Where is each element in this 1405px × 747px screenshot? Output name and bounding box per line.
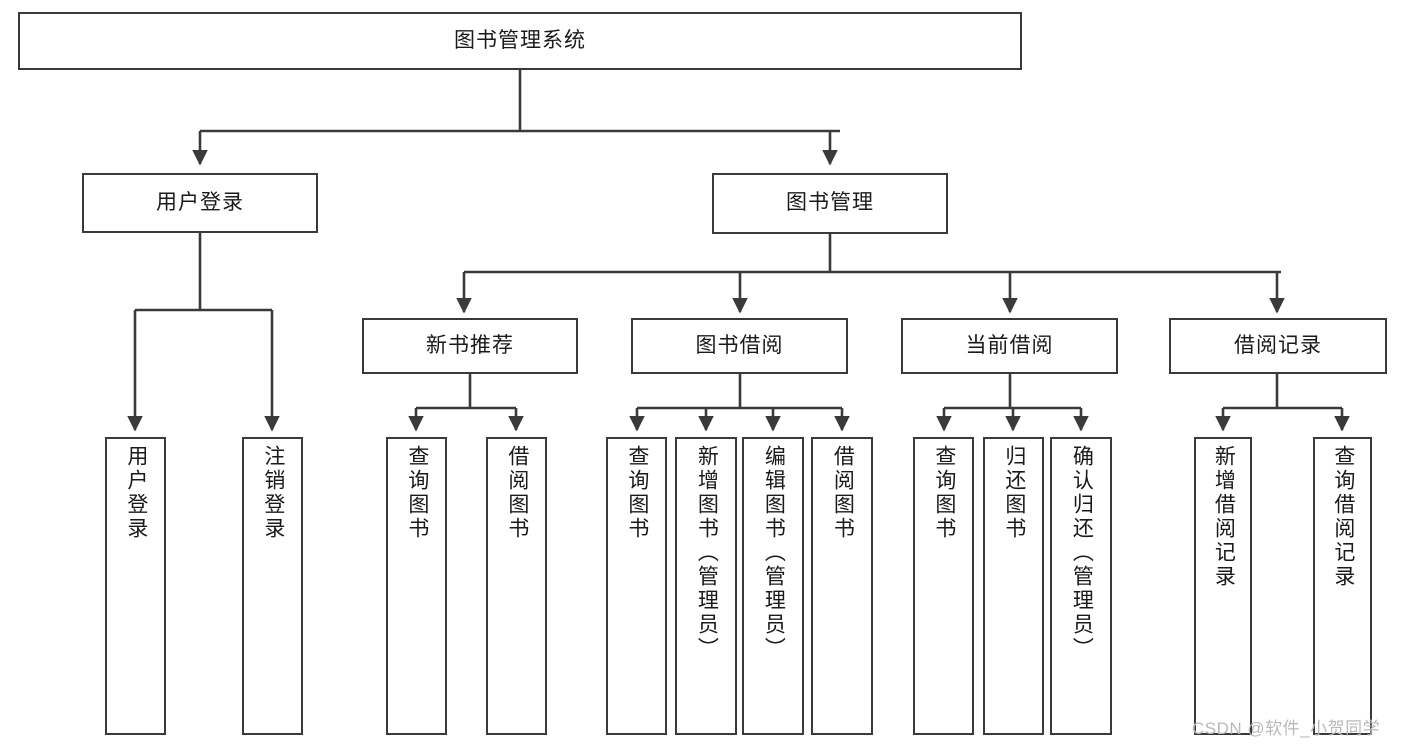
node-new-book-recommend[interactable]: 新书推荐 — [362, 318, 578, 374]
node-label: 当前借阅 — [965, 333, 1054, 357]
leaf-user-login-logout[interactable]: 注销登录 — [242, 437, 303, 735]
node-root-book-management-system[interactable]: 图书管理系统 — [18, 12, 1022, 70]
node-label: 新增借阅记录 — [1212, 445, 1236, 589]
node-label: 查询借阅记录 — [1331, 445, 1355, 589]
node-user-login[interactable]: 用户登录 — [82, 173, 318, 233]
node-label: 图书管理系统 — [454, 28, 586, 52]
node-label: 查询图书 — [405, 445, 429, 541]
node-label: 图书借阅 — [695, 333, 784, 357]
node-book-management[interactable]: 图书管理 — [712, 173, 948, 234]
node-label: 查询图书 — [932, 445, 956, 541]
node-label: 新书推荐 — [426, 333, 514, 357]
leaf-new-book-borrow[interactable]: 借阅图书 — [486, 437, 547, 735]
leaf-current-borrow-query[interactable]: 查询图书 — [913, 437, 974, 735]
node-label: 用户登录 — [156, 190, 244, 214]
leaf-current-borrow-confirm-return[interactable]: 确认归还（管理员） — [1050, 437, 1112, 735]
node-label: 确认归还（管理员） — [1070, 445, 1094, 661]
leaf-book-borrow-borrow[interactable]: 借阅图书 — [811, 437, 873, 735]
leaf-borrow-record-query[interactable]: 查询借阅记录 — [1313, 437, 1372, 735]
leaf-user-login-login[interactable]: 用户登录 — [105, 437, 166, 735]
node-book-borrow[interactable]: 图书借阅 — [631, 318, 848, 374]
node-label: 编辑图书（管理员） — [762, 445, 786, 661]
leaf-book-borrow-edit[interactable]: 编辑图书（管理员） — [742, 437, 804, 735]
leaf-new-book-query[interactable]: 查询图书 — [386, 437, 447, 735]
node-label: 归还图书 — [1002, 445, 1026, 541]
leaf-book-borrow-add[interactable]: 新增图书（管理员） — [675, 437, 737, 735]
node-borrow-record[interactable]: 借阅记录 — [1169, 318, 1387, 374]
leaf-borrow-record-add[interactable]: 新增借阅记录 — [1194, 437, 1252, 735]
node-label: 查询图书 — [625, 445, 649, 541]
csdn-watermark: CSDN @软件_小贺同学 — [1192, 719, 1381, 738]
node-label: 借阅记录 — [1234, 333, 1322, 357]
node-label: 用户登录 — [124, 445, 148, 541]
node-label: 借阅图书 — [505, 445, 529, 541]
node-label: 注销登录 — [261, 445, 285, 541]
leaf-book-borrow-query[interactable]: 查询图书 — [606, 437, 667, 735]
node-label: 图书管理 — [786, 191, 874, 215]
node-current-borrow[interactable]: 当前借阅 — [901, 318, 1118, 374]
node-label: 新增图书（管理员） — [695, 445, 719, 661]
node-label: 借阅图书 — [831, 445, 855, 541]
leaf-current-borrow-return[interactable]: 归还图书 — [983, 437, 1044, 735]
